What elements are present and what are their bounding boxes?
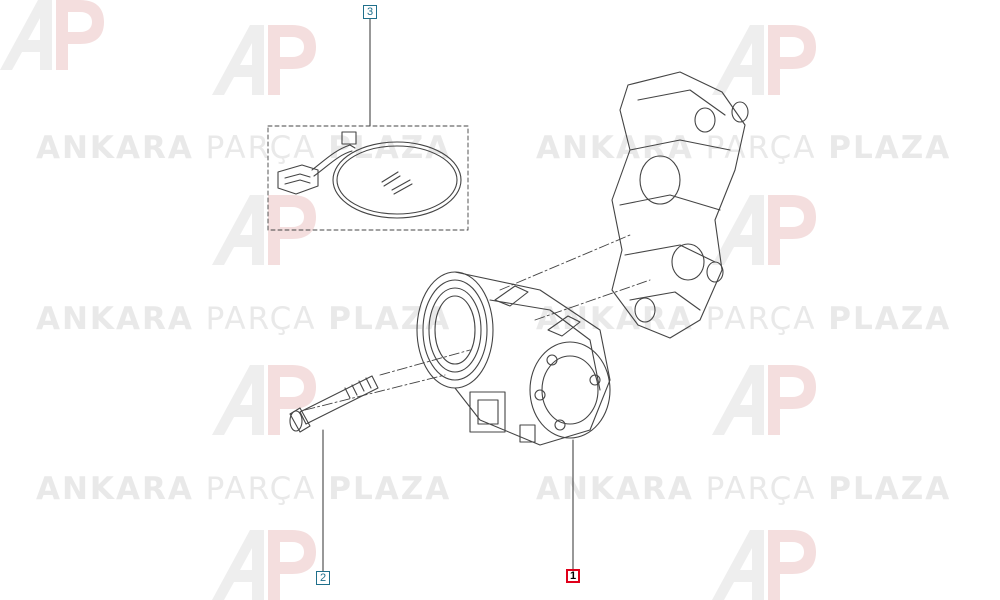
callout-3[interactable]: 3 bbox=[363, 5, 377, 19]
rear-housing bbox=[529, 341, 611, 439]
clutch-connector bbox=[469, 391, 506, 433]
watermark-logo-icon bbox=[0, 0, 104, 70]
kit-frame bbox=[267, 125, 469, 231]
callout-1-selected[interactable]: 1 bbox=[566, 569, 580, 583]
watermark-text: ANKARA PARÇA PLAZA bbox=[536, 471, 952, 507]
compressor-drawing bbox=[416, 271, 611, 446]
wiring-kit-drawing bbox=[267, 125, 469, 231]
terminal-pin bbox=[391, 179, 413, 195]
callout-2[interactable]: 2 bbox=[316, 571, 330, 585]
watermark-text: ANKARA PARÇA PLAZA bbox=[536, 301, 952, 337]
bolt-drawing bbox=[289, 375, 379, 433]
pulley bbox=[416, 271, 494, 389]
connector-plug bbox=[277, 164, 319, 195]
watermark-text: ANKARA PARÇA PLAZA bbox=[36, 130, 452, 166]
watermark-text: ANKARA PARÇA PLAZA bbox=[536, 130, 952, 166]
watermark-text: ANKARA PARÇA PLAZA bbox=[36, 471, 452, 507]
port-fitting bbox=[494, 285, 529, 307]
terminal-pin bbox=[381, 171, 401, 187]
watermark-text: ANKARA PARÇA PLAZA bbox=[36, 301, 452, 337]
engine-bracket-drawing bbox=[611, 71, 749, 339]
wire-clip bbox=[341, 131, 357, 145]
port-fitting bbox=[547, 315, 581, 337]
wire-loop bbox=[332, 141, 462, 219]
